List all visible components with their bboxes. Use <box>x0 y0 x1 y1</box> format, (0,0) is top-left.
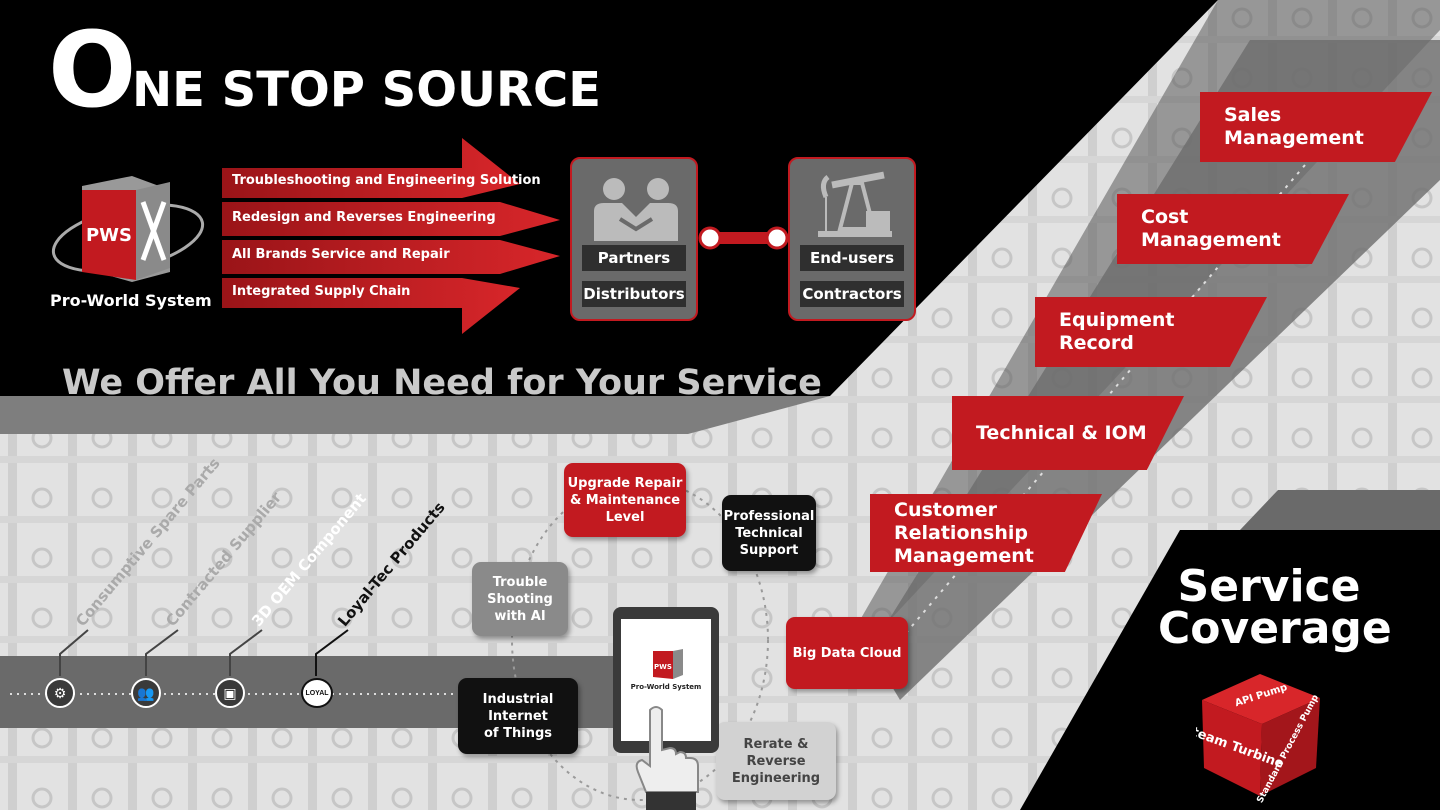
tablet-screen: PWS Pro-World System <box>621 619 711 741</box>
service-coverage-panel <box>1020 530 1440 810</box>
node-line: Engineering <box>731 770 821 786</box>
arrow-2 <box>222 202 560 236</box>
arrow-3 <box>222 240 560 274</box>
distributors-label: Distributors <box>582 281 686 307</box>
node-line: with AI <box>494 608 546 624</box>
grey-divider-band <box>0 396 830 434</box>
panel-cost-management: Cost Management <box>1117 194 1349 264</box>
service-coverage-title: Service Coverage <box>1158 561 1392 654</box>
node-line: Shooting <box>487 591 553 607</box>
node-trouble-shooting: Trouble Shooting with AI <box>472 562 568 636</box>
people-icon: 👥 <box>131 678 161 708</box>
panel-line: Record <box>1059 332 1134 354</box>
page-title: NE STOP SOURCE <box>132 62 602 118</box>
node-line: Upgrade Repair <box>567 475 683 491</box>
node-line: Reverse <box>746 753 806 769</box>
endusers-label: End-users <box>800 245 904 271</box>
partners-box: Partners Distributors <box>570 157 698 321</box>
oil-pump-icon <box>818 171 892 237</box>
panel-customer-relationship: Customer Relationship Management <box>870 494 1102 572</box>
service-line: Service <box>1177 561 1361 612</box>
tablet-logo: PWS <box>653 649 683 679</box>
node-line: Technical <box>735 525 803 541</box>
title-big-letter: O <box>48 9 136 131</box>
node-line: Big Data Cloud <box>792 645 902 661</box>
panel-technical-iom: Technical & IOM <box>952 396 1184 470</box>
node-line: Rerate & <box>743 736 809 752</box>
panel-line: Relationship <box>894 521 1028 544</box>
arrow-label-4: Integrated Supply Chain <box>232 284 411 299</box>
logo-brand-text: PWS <box>86 225 132 246</box>
panel-line: Management <box>894 544 1034 567</box>
pointing-hand-icon <box>635 706 699 810</box>
contractors-label: Contractors <box>800 281 904 307</box>
panel-line: Sales <box>1224 104 1282 126</box>
node-line: of Things <box>484 725 552 741</box>
offer-heading: We Offer All You Need for Your Service <box>62 363 822 403</box>
arrow-label-1: Troubleshooting and Engineering Solution <box>232 173 541 188</box>
tablet-caption: Pro-World System <box>630 683 702 691</box>
service-top-stripe <box>1240 490 1440 530</box>
service-arrows <box>222 138 560 334</box>
panel-line: Cost <box>1141 206 1189 228</box>
loyal-logo-icon: LOYAL <box>301 678 333 708</box>
panel-sales-management: Sales Management <box>1200 92 1432 162</box>
node-line: Trouble <box>492 574 548 590</box>
arrow-1 <box>222 138 520 198</box>
3d-box-icon: ▣ <box>215 678 245 708</box>
tablet: PWS Pro-World System <box>613 607 719 753</box>
node-line: Support <box>739 542 799 558</box>
tablet-logo-text: PWS <box>654 663 672 671</box>
node-iiot: Industrial Internet of Things <box>458 678 578 754</box>
panel-line: Customer <box>894 498 997 521</box>
service-cube: API Pump Steam Turbine Standard Process … <box>1196 674 1321 804</box>
arrow-4 <box>222 278 520 334</box>
arrow-label-3: All Brands Service and Repair <box>232 247 450 262</box>
logo-caption: Pro-World System <box>50 291 212 310</box>
partners-label: Partners <box>582 245 686 271</box>
node-line: Industrial <box>482 691 554 707</box>
node-line: Internet <box>488 708 548 724</box>
node-big-data-cloud: Big Data Cloud <box>786 617 908 689</box>
panel-line: Management <box>1141 229 1281 251</box>
pws-logo: PWS <box>51 176 205 282</box>
node-line: & Maintenance <box>569 492 681 508</box>
node-rerate-reverse: Rerate & Reverse Engineering <box>716 722 836 800</box>
service-line: Coverage <box>1158 603 1392 654</box>
panel-line: Management <box>1224 127 1364 149</box>
connector <box>698 226 789 250</box>
panel-line: Technical & IOM <box>976 421 1147 444</box>
panel-line: Equipment <box>1059 309 1175 331</box>
endusers-box: End-users Contractors <box>788 157 916 321</box>
panel-equipment-record: Equipment Record <box>1035 297 1267 367</box>
gear-icon: ⚙ <box>45 678 75 708</box>
node-upgrade-repair: Upgrade Repair & Maintenance Level <box>564 463 686 537</box>
node-line: Professional <box>723 508 815 524</box>
node-line: Level <box>605 509 645 525</box>
node-professional-support: Professional Technical Support <box>722 495 816 571</box>
timeline-lines <box>10 629 460 695</box>
handshake-icon <box>594 178 678 241</box>
arrow-label-2: Redesign and Reverses Engineering <box>232 210 496 225</box>
